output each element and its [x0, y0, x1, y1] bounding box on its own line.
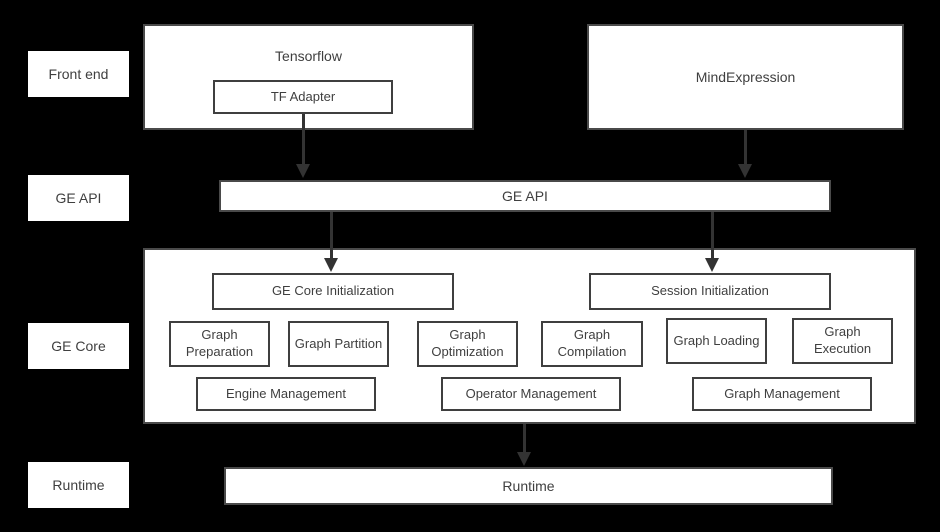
- session-initialization-box: Session Initialization: [589, 273, 831, 310]
- mindexpression-box: MindExpression: [587, 24, 904, 130]
- arrow-ge-api-to-ge-core-initialization-icon: [324, 212, 338, 272]
- arrow-tf-adapter-to-ge-api-icon: [296, 114, 310, 178]
- graph-preparation-box: Graph Preparation: [169, 321, 270, 367]
- arrow-ge-api-to-session-initialization-icon: [705, 212, 719, 272]
- graph-compilation-box: Graph Compilation: [541, 321, 643, 367]
- ge-core-initialization-box: GE Core Initialization: [212, 273, 454, 310]
- arrow-ge-core-to-runtime-icon: [517, 424, 531, 466]
- graph-management-box: Graph Management: [692, 377, 872, 411]
- ge-core-box: GE Core Initialization Session Initializ…: [143, 248, 916, 424]
- tensorflow-title: Tensorflow: [275, 48, 342, 64]
- operator-management-box: Operator Management: [441, 377, 621, 411]
- row-label-front-end: Front end: [28, 51, 129, 97]
- tf-adapter-box: TF Adapter: [213, 80, 393, 114]
- graph-partition-box: Graph Partition: [288, 321, 389, 367]
- row-label-ge-core: GE Core: [28, 323, 129, 369]
- graph-optimization-box: Graph Optimization: [417, 321, 518, 367]
- graph-execution-box: Graph Execution: [792, 318, 893, 364]
- engine-management-box: Engine Management: [196, 377, 376, 411]
- arrow-mindexpression-to-ge-api-icon: [738, 130, 752, 178]
- ge-api-bar: GE API: [219, 180, 831, 212]
- row-label-ge-api: GE API: [28, 175, 129, 221]
- graph-loading-box: Graph Loading: [666, 318, 767, 364]
- mindexpression-title: MindExpression: [695, 69, 796, 85]
- runtime-bar: Runtime: [224, 467, 833, 505]
- tensorflow-box: Tensorflow TF Adapter: [143, 24, 474, 130]
- row-label-runtime: Runtime: [28, 462, 129, 508]
